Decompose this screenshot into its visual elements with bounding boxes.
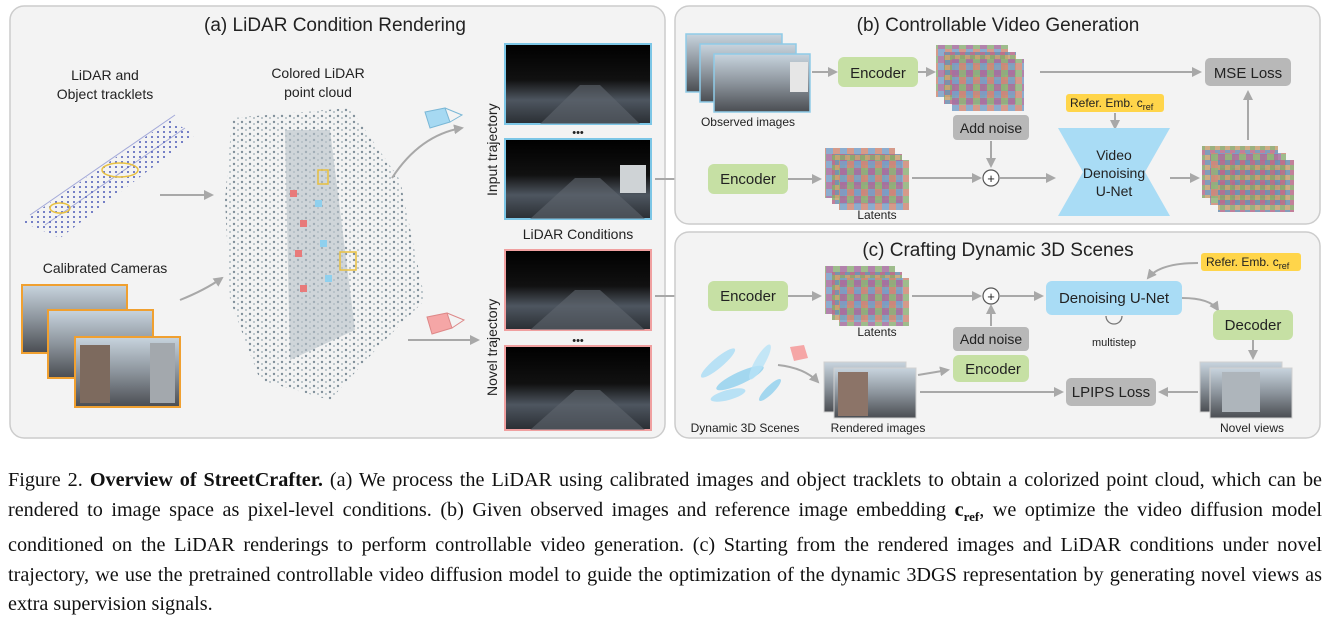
lidar-conditions-label: LiDAR Conditions: [523, 226, 634, 242]
encoder-mid-box: [708, 164, 788, 194]
encoder2-box: [953, 355, 1029, 382]
input-lidar-conditions: [504, 43, 652, 220]
cameras-label: Calibrated Cameras: [43, 260, 168, 276]
ref-emb-label-c: Refer. Emb. cref: [1206, 255, 1290, 271]
multistep-label: multistep: [1092, 337, 1136, 349]
lpips-loss-label: LPIPS Loss: [1072, 384, 1150, 401]
caption-text-2: , we optimize the video diffusion model …: [8, 498, 1322, 616]
observed-images-label: Observed images: [701, 115, 795, 129]
panel-a: (a) LiDAR Condition Rendering LiDAR and …: [9, 5, 666, 439]
observed-images: [685, 33, 811, 113]
latents-label-c: Latents: [857, 325, 896, 339]
unet-line3: U-Net: [1096, 183, 1133, 199]
encoder-mid-label: Encoder: [720, 171, 776, 188]
panel-b-title: (b) Controllable Video Generation: [857, 15, 1140, 36]
encoder-top-label: Encoder: [850, 65, 906, 82]
lidar-scan-image: [22, 114, 195, 238]
unet-line1: Video: [1096, 147, 1132, 163]
encoder-c-label: Encoder: [720, 288, 776, 305]
ref-emb-box-c: [1201, 253, 1301, 271]
lidar-label-line2: Object tracklets: [57, 86, 153, 102]
panel-b: (b) Controllable Video Generation Observ…: [674, 5, 1321, 225]
latents-mid: [825, 148, 909, 210]
panel-a-title: (a) LiDAR Condition Rendering: [204, 15, 466, 36]
dynamic-scenes-label: Dynamic 3D Scenes: [691, 421, 800, 435]
decoder-label: Decoder: [1225, 317, 1282, 334]
add-noise-label-c: Add noise: [960, 331, 1022, 347]
input-camera-icon: [424, 107, 464, 129]
denoising-unet-box: [1046, 281, 1182, 315]
render-camera-icon: [790, 345, 808, 361]
calibrated-camera-images: [21, 284, 181, 408]
latents-top: [936, 45, 1024, 111]
encoder-c-box: [708, 281, 788, 311]
novel-camera-icon: [426, 312, 466, 335]
video-unet-shape: [1058, 128, 1170, 216]
input-dots: •••: [572, 127, 584, 139]
novel-trajectory-label: Novel trajectory: [484, 299, 500, 396]
rendered-images-label: Rendered images: [831, 421, 926, 435]
unet-line2: Denoising: [1083, 165, 1145, 181]
mse-loss-box: [1205, 58, 1291, 86]
add-noise-label-b: Add noise: [960, 120, 1022, 136]
panel-c-title: (c) Crafting Dynamic 3D Scenes: [862, 240, 1133, 261]
lpips-loss-box: [1066, 378, 1156, 406]
mse-loss-label: MSE Loss: [1214, 65, 1282, 82]
latents-output-b: [1202, 146, 1294, 212]
dynamic-3d-scenes-icon: [700, 344, 781, 402]
ref-emb-label-b: Refer. Emb. cref: [1070, 96, 1154, 112]
novel-views-images: [1199, 361, 1293, 419]
lidar-label-line1: LiDAR and: [71, 67, 139, 83]
latents-c: [825, 266, 909, 326]
latents-label-b: Latents: [857, 208, 896, 222]
multistep-loop-icon: [1105, 315, 1123, 325]
plus-node-b: [982, 169, 1000, 187]
plus-sign-b: +: [987, 171, 995, 186]
figure-caption: Figure 2. Overview of StreetCrafter. (a)…: [8, 466, 1322, 620]
rendered-images: [823, 361, 917, 419]
caption-title: Overview of StreetCrafter.: [89, 469, 323, 491]
plus-sign-c: +: [987, 289, 995, 304]
colored-point-cloud: [225, 108, 425, 400]
colored-label-line2: point cloud: [284, 84, 352, 100]
encoder-top-box: [838, 57, 918, 87]
decoder-box: [1213, 310, 1293, 340]
add-noise-box-c: [953, 327, 1029, 351]
cref-symbol: cref: [954, 498, 980, 524]
panel-c: (c) Crafting Dynamic 3D Scenes Encoder L…: [674, 231, 1321, 439]
figure-label: Figure 2.: [8, 469, 83, 491]
colored-label-line1: Colored LiDAR: [271, 65, 364, 81]
denoising-unet-label: Denoising U-Net: [1059, 290, 1170, 307]
ref-emb-box-b: [1066, 94, 1164, 112]
caption-text-1: (a) We process the LiDAR using calibrate…: [8, 469, 1323, 521]
input-trajectory-label: Input trajectory: [484, 103, 500, 196]
novel-lidar-conditions: [504, 249, 652, 431]
add-noise-box-b: [953, 115, 1029, 140]
encoder2-label: Encoder: [965, 361, 1021, 378]
figure-diagram: (a) LiDAR Condition Rendering LiDAR and …: [9, 5, 1321, 439]
novel-dots: •••: [572, 335, 584, 347]
novel-views-label: Novel views: [1220, 421, 1284, 435]
